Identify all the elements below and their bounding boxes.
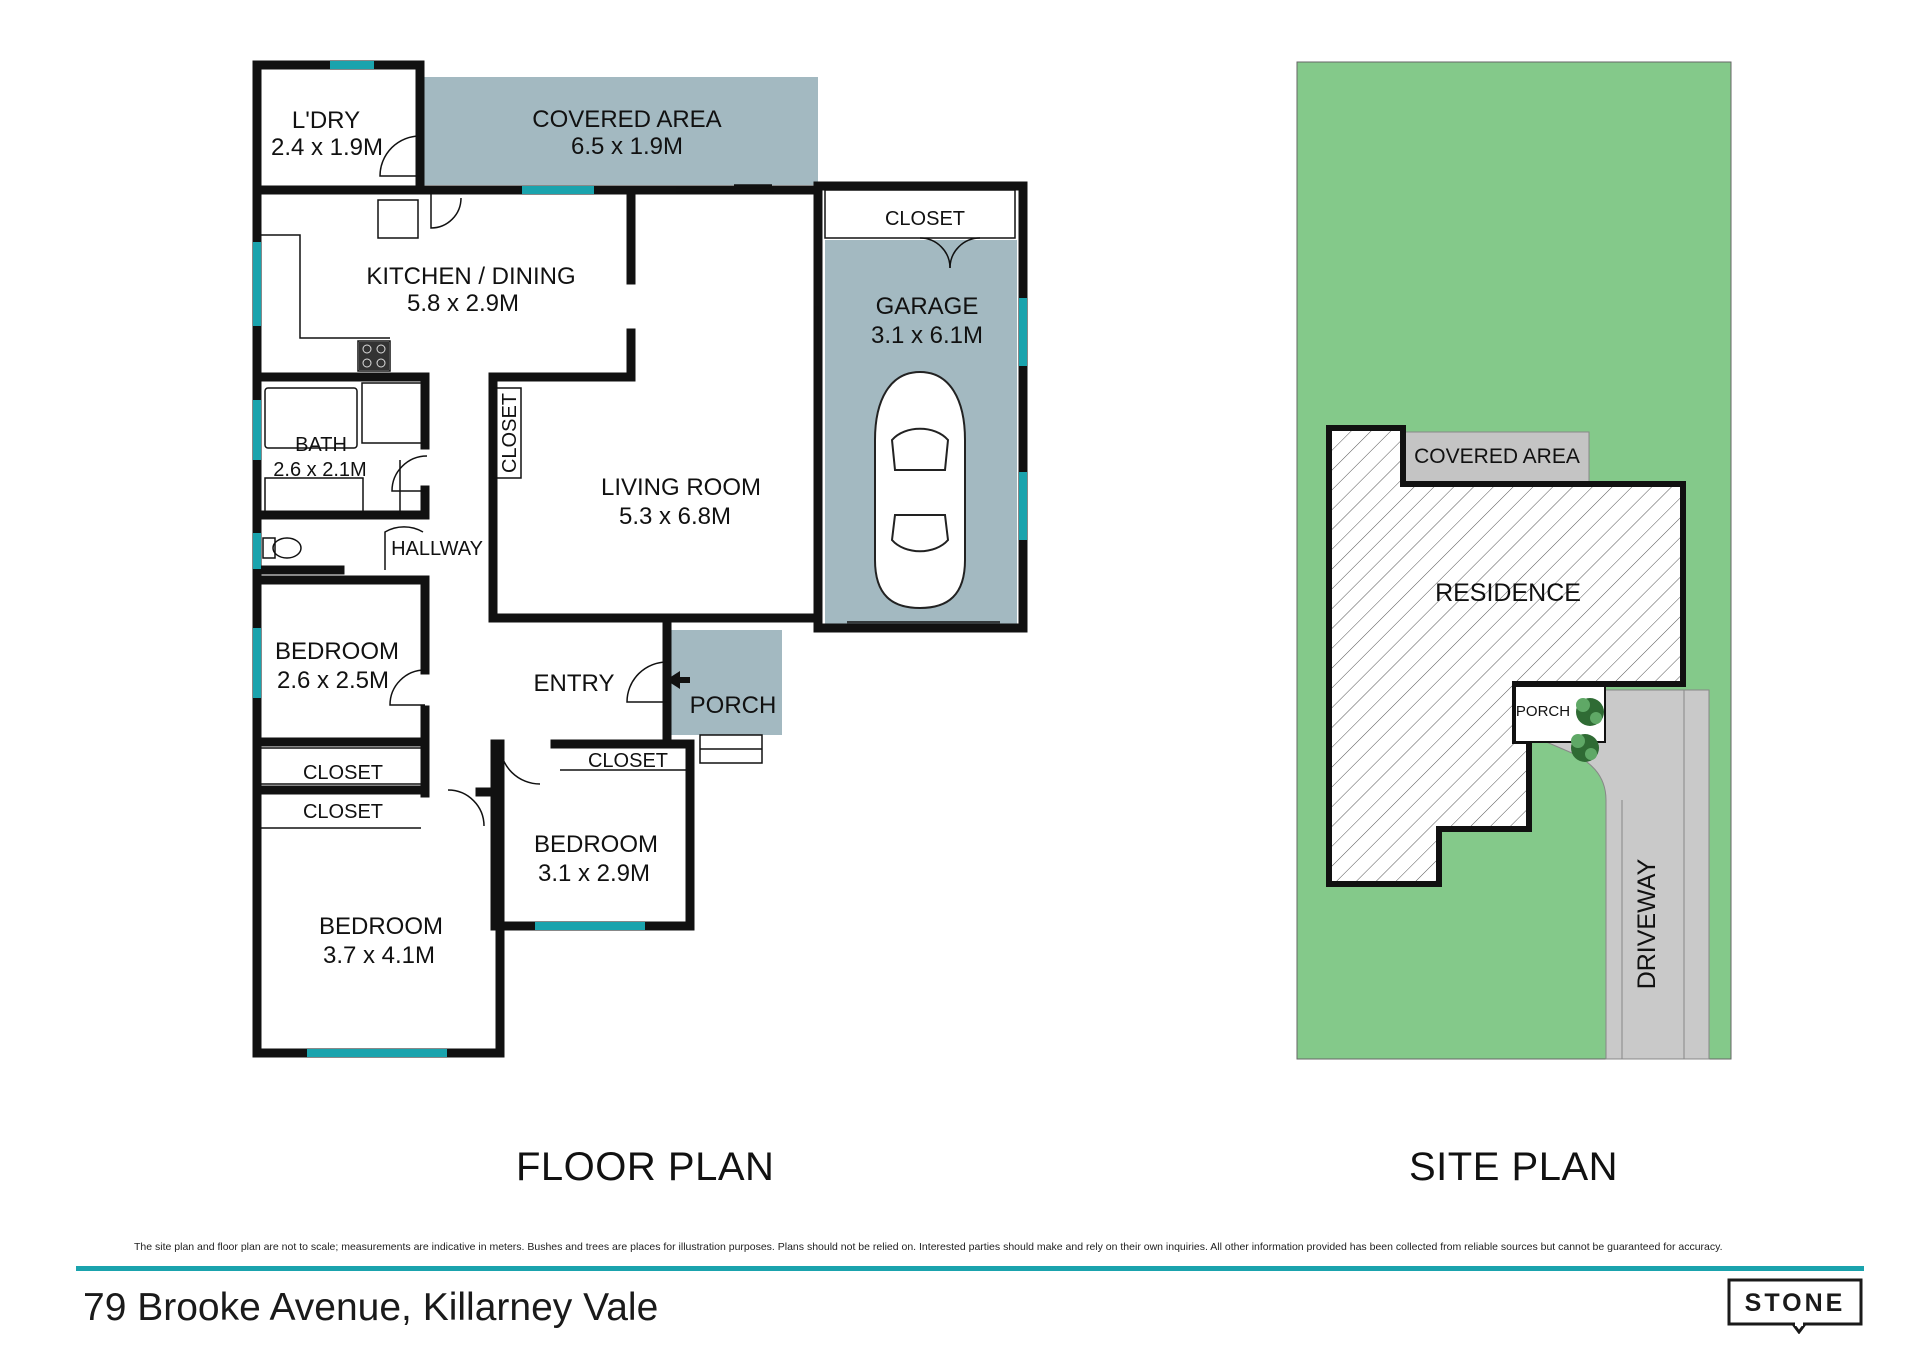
room-size-bath: 2.6 x 2.1M — [273, 459, 366, 481]
room-size-living: 5.3 x 6.8M — [619, 503, 731, 530]
label-hallway: HALLWAY — [391, 538, 483, 560]
floor-plan-title: FLOOR PLAN — [516, 1145, 775, 1189]
property-address: 79 Brooke Avenue, Killarney Vale — [83, 1286, 659, 1329]
entry-arrow-icon — [666, 671, 690, 689]
room-size-kitchen: 5.8 x 2.9M — [407, 290, 519, 317]
room-name-bedroom-3: BEDROOM — [319, 913, 443, 940]
room-name-bedroom-2: BEDROOM — [534, 831, 658, 858]
logo-text: STONE — [1745, 1289, 1846, 1317]
room-size-bedroom-2: 3.1 x 2.9M — [538, 860, 650, 887]
covered-area-fill — [420, 77, 818, 185]
label-bed3-closet: CLOSET — [303, 801, 383, 823]
site-label-porch: PORCH — [1516, 703, 1570, 720]
label-porch: PORCH — [690, 692, 777, 719]
room-size-covered-area: 6.5 x 1.9M — [571, 133, 683, 160]
stone-logo: STONE — [1727, 1278, 1863, 1335]
shrub-icons — [1571, 698, 1604, 762]
room-size-laundry: 2.4 x 1.9M — [271, 134, 383, 161]
room-name-covered-area: COVERED AREA — [532, 106, 721, 133]
car-icon — [874, 370, 966, 610]
site-plan: COVERED AREA RESIDENCE PORCH DRIVEWAY — [1296, 61, 1732, 1060]
floor-plan: L'DRY 2.4 x 1.9M COVERED AREA 6.5 x 1.9M… — [252, 60, 1028, 1058]
site-labels: COVERED AREA RESIDENCE PORCH DRIVEWAY — [1414, 445, 1661, 989]
fixtures — [261, 189, 1016, 829]
room-name-laundry: L'DRY — [292, 107, 360, 134]
sliding-doors — [518, 187, 1000, 625]
footer-rule — [76, 1266, 1864, 1271]
floor-labels: L'DRY 2.4 x 1.9M COVERED AREA 6.5 x 1.9M… — [271, 106, 983, 969]
room-size-bedroom-1: 2.6 x 2.5M — [277, 667, 389, 694]
room-name-bath: BATH — [295, 434, 347, 456]
site-label-residence: RESIDENCE — [1435, 579, 1581, 607]
room-name-kitchen: KITCHEN / DINING — [366, 263, 575, 290]
windows — [253, 61, 1027, 1057]
label-garage-closet: CLOSET — [885, 208, 965, 230]
disclaimer-text: The site plan and floor plan are not to … — [134, 1241, 1723, 1253]
site-label-covered-area: COVERED AREA — [1414, 445, 1580, 468]
cooktop-icon — [359, 342, 389, 370]
room-name-garage: GARAGE — [876, 293, 979, 320]
site-driveway — [1529, 689, 1710, 1060]
label-hall-closet: CLOSET — [499, 393, 521, 473]
site-plan-title: SITE PLAN — [1409, 1145, 1619, 1189]
site-label-driveway: DRIVEWAY — [1633, 858, 1661, 989]
room-name-living: LIVING ROOM — [601, 474, 761, 501]
label-bed2-closet: CLOSET — [588, 750, 668, 772]
label-bed1-closet: CLOSET — [303, 762, 383, 784]
room-name-bedroom-1: BEDROOM — [275, 638, 399, 665]
label-entry: ENTRY — [534, 670, 615, 697]
room-size-bedroom-3: 3.7 x 4.1M — [323, 942, 435, 969]
room-size-garage: 3.1 x 6.1M — [871, 322, 983, 349]
doors — [379, 135, 772, 827]
